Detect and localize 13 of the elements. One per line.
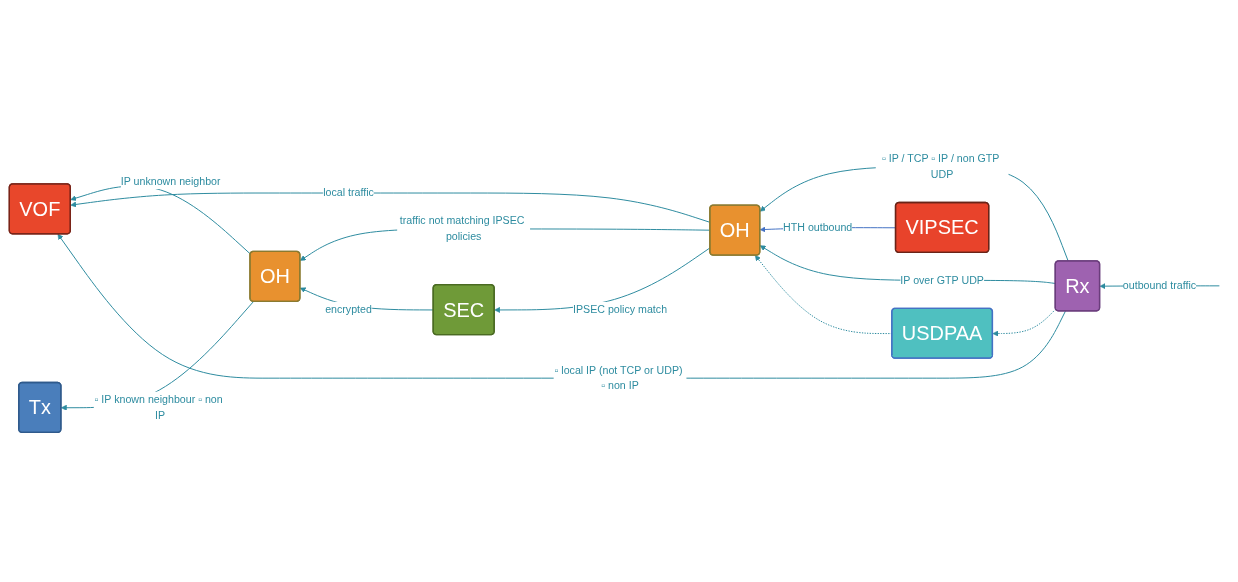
edge-label: IP unknown neighbor [120,174,221,187]
edge-label: IPSEC policy match [573,303,668,315]
edge-label: encrypted [325,303,372,315]
arrow [57,233,1066,379]
edge-label: HTH outbound [783,220,853,233]
edge-label: ▫ IP known neighbour ▫ non IP [94,392,223,421]
edge-label: IP over GTP UDP [900,273,984,286]
edge-label: ▫ local IP (not TCP or UDP) ▫ non IP [554,363,683,391]
edge-label: ▫ IP / TCP ▫ IP / non GTP UDP [882,152,1000,180]
edge-label: traffic not matching IPSEC policies [399,214,525,242]
edge-label: local traffic [323,186,374,198]
edge-label: outbound traffic [1122,279,1197,291]
arrow [992,308,1057,336]
